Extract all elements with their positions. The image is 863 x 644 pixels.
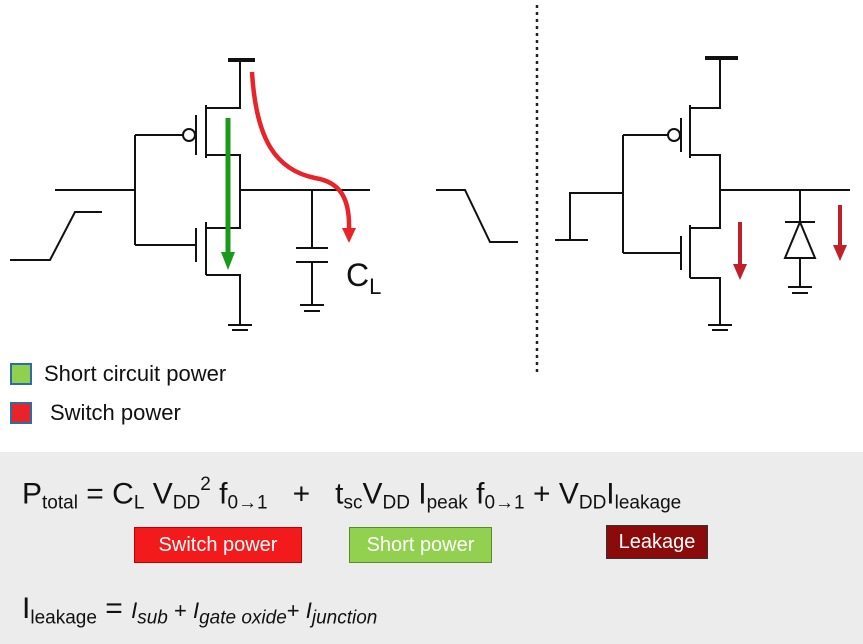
short-circuit-current-arrow <box>221 118 235 270</box>
left-inverter-circuit <box>10 58 370 331</box>
junction-leakage-arrow <box>833 205 847 261</box>
junction-diode <box>783 190 817 294</box>
short-power-badge: Short power <box>349 527 492 563</box>
input-rising-waveform <box>10 211 102 261</box>
cmos-power-diagram: CL <box>10 5 850 375</box>
right-inverter-circuit <box>555 56 850 331</box>
leakage-badge: Leakage <box>606 525 708 559</box>
p-total-equation: Ptotal = CL VDD2 f0→1 + tscVDD Ipeak f0→… <box>22 474 682 514</box>
switch-power-badge: Switch power <box>134 527 302 563</box>
load-cap-label: CL <box>346 257 381 299</box>
legend-short-circuit-label: Short circuit power <box>44 361 227 386</box>
input-wire <box>55 135 136 245</box>
i-leakage-equation: Ileakage = Isub + Igate oxide+ Ijunction <box>22 592 378 629</box>
right-input-wire <box>555 135 624 253</box>
pmos-transistor <box>135 60 241 190</box>
load-capacitor <box>296 190 328 312</box>
right-nmos-transistor <box>623 190 721 325</box>
switch-current-arrow <box>249 71 356 243</box>
legend-switch: Switch power <box>10 400 181 426</box>
right-pmos-transistor <box>623 58 721 190</box>
nmos-transistor <box>135 190 241 325</box>
legend-short-circuit: Short circuit power <box>10 361 226 387</box>
legend-switch-label: Switch power <box>50 400 181 425</box>
short-power-badge-label: Short power <box>366 533 475 556</box>
subthreshold-leakage-arrow <box>733 222 747 280</box>
formula-panel: Ptotal = CL VDD2 f0→1 + tscVDD Ipeak f0→… <box>0 452 863 644</box>
leakage-badge-label: Leakage <box>618 530 696 553</box>
output-falling-waveform <box>436 189 518 243</box>
short-circuit-swatch <box>10 363 32 385</box>
ground-symbol <box>228 324 252 331</box>
switch-swatch <box>10 402 32 424</box>
right-ground-symbol <box>708 324 732 331</box>
switch-power-badge-label: Switch power <box>158 533 278 556</box>
